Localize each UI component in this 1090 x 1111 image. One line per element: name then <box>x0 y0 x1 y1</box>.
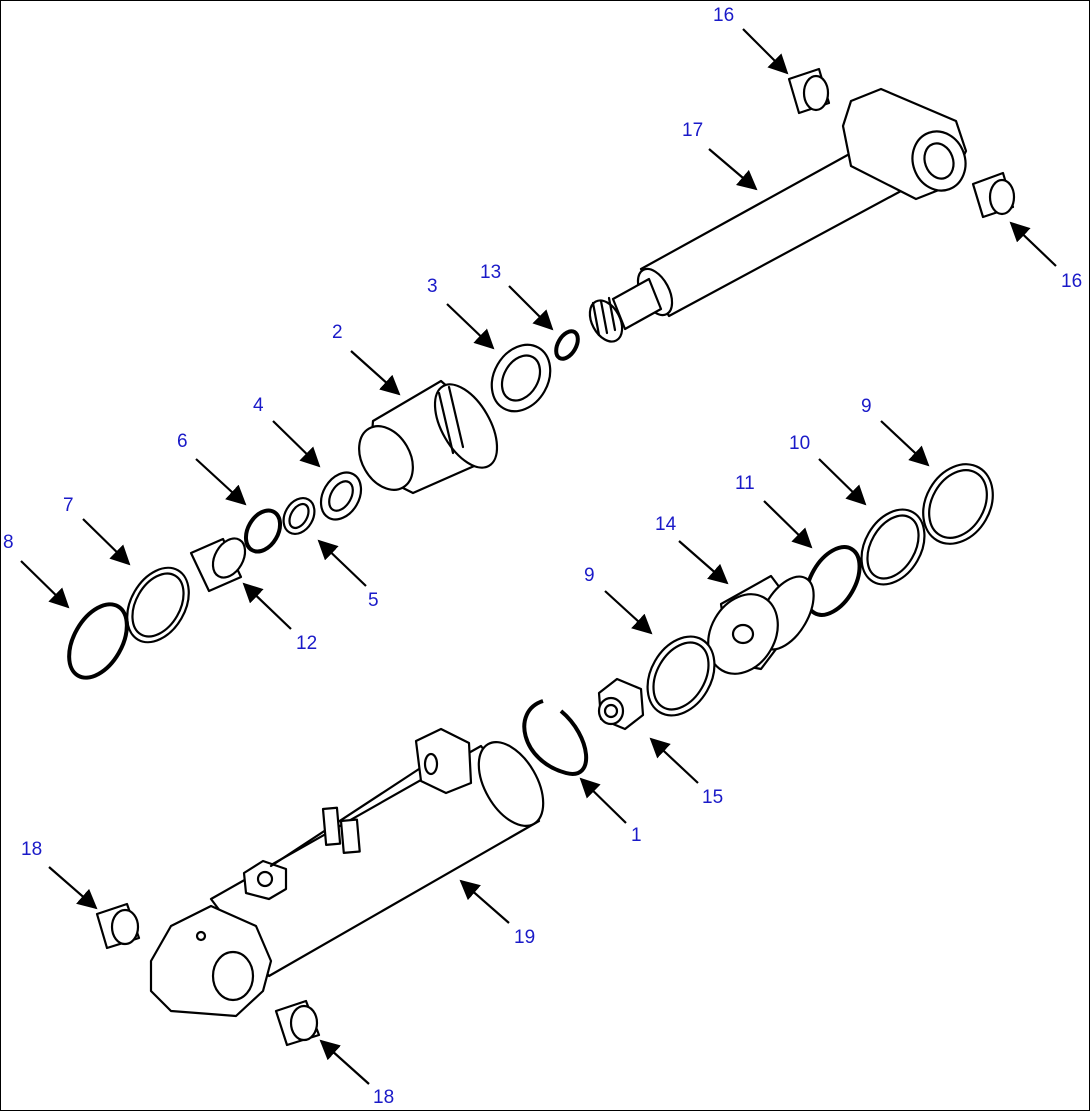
callout-19: 19 <box>514 927 536 948</box>
rod-eye-part-17 <box>588 87 968 343</box>
callout-16-top: 16 <box>713 5 735 26</box>
callout-3: 3 <box>427 276 438 297</box>
callout-17: 17 <box>682 120 704 141</box>
bushing-part-16-top <box>787 67 831 115</box>
callout-14: 14 <box>655 514 677 535</box>
callout-6: 6 <box>177 431 188 452</box>
callout-18-left: 18 <box>21 839 43 860</box>
callout-7: 7 <box>63 495 74 516</box>
callout-13: 13 <box>480 262 502 283</box>
callout-9-left: 9 <box>584 565 595 586</box>
cylinder-barrel-part-19 <box>149 727 545 1018</box>
callout-10: 10 <box>789 433 811 454</box>
ring-part-5 <box>282 497 316 535</box>
ring-part-9-left <box>646 635 716 717</box>
bushing-part-16-right <box>971 171 1016 219</box>
callout-5: 5 <box>368 590 379 611</box>
callout-11: 11 <box>735 473 755 494</box>
bushing-part-18-left <box>95 902 141 950</box>
bushing-part-12 <box>189 537 247 593</box>
bushing-part-18-bottom <box>274 999 321 1047</box>
ring-part-3 <box>490 343 552 413</box>
callout-9-right: 9 <box>861 396 872 417</box>
callout-18-bottom: 18 <box>373 1087 395 1108</box>
ring-part-13 <box>554 329 580 361</box>
ring-part-8 <box>67 602 129 680</box>
ring-part-7 <box>126 566 190 644</box>
callout-arrows <box>20 28 1057 1085</box>
callout-8: 8 <box>3 532 14 553</box>
ring-part-6 <box>243 508 283 554</box>
ring-part-11 <box>804 545 862 617</box>
callout-2: 2 <box>332 322 343 343</box>
ring-part-10 <box>860 508 926 586</box>
callout-16-right: 16 <box>1061 271 1083 292</box>
nut-part-15 <box>597 677 645 731</box>
callout-12: 12 <box>296 633 318 654</box>
callout-15: 15 <box>702 787 724 808</box>
callout-1: 1 <box>631 825 642 846</box>
snap-ring-part-1 <box>522 699 589 776</box>
callout-4: 4 <box>253 395 264 416</box>
ring-part-4 <box>319 471 363 521</box>
piston-part-14 <box>707 574 815 675</box>
gland-part-2 <box>358 379 499 495</box>
ring-part-9-right <box>922 463 994 545</box>
